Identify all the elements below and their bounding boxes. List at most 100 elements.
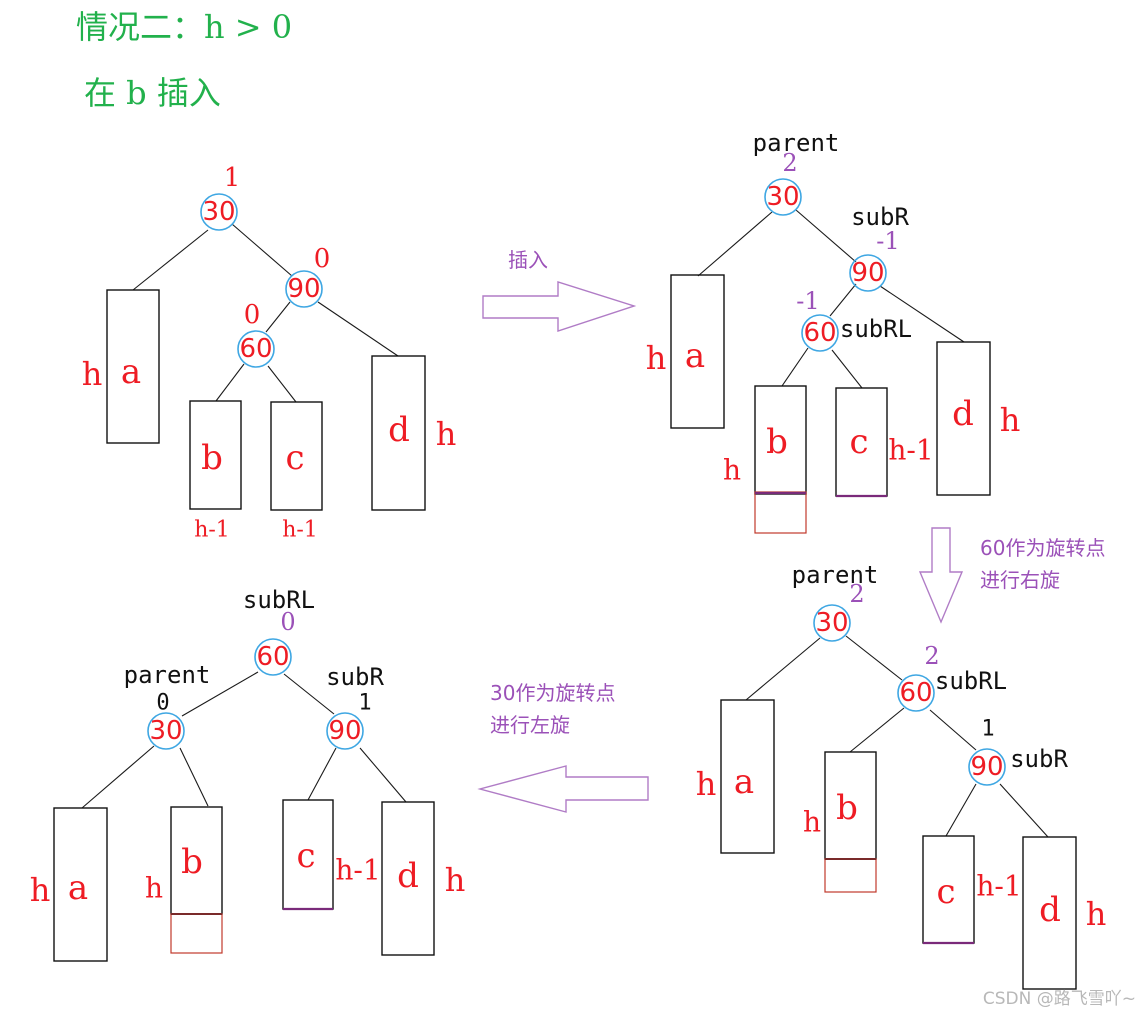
edge — [745, 637, 821, 701]
pointer-subR: subR — [851, 203, 909, 231]
edge — [999, 783, 1049, 838]
edge — [215, 363, 245, 402]
node-60-circle — [801, 314, 839, 352]
bf-90: 1 — [358, 691, 371, 716]
edge — [879, 285, 965, 343]
node-30: 30 — [766, 182, 799, 212]
pointer-subRL: subRL — [243, 586, 315, 614]
edge — [181, 671, 259, 717]
height-c: h-1 — [888, 434, 933, 467]
subtree-b-inserted-level — [170, 913, 223, 954]
header-line-1: 情况二：h > 0 — [76, 8, 292, 46]
edge — [265, 301, 291, 333]
edge — [929, 709, 977, 751]
pointer-parent: parent — [124, 661, 211, 689]
node-30-circle — [200, 193, 238, 231]
node-30: 30 — [815, 608, 848, 638]
subtree-a-label: a — [685, 336, 705, 376]
edge — [307, 747, 337, 801]
edge — [81, 745, 155, 809]
insert-label: 插入 — [508, 248, 548, 272]
pointer-parent: parent — [792, 561, 879, 589]
node-60: 60 — [239, 334, 272, 364]
subtree-c-box — [270, 401, 323, 511]
subtree-d-box — [936, 341, 991, 496]
node-30-circle — [147, 712, 185, 750]
pointer-subR: subR — [1010, 745, 1068, 773]
height-d: h — [445, 861, 466, 899]
bf-60: 0 — [244, 300, 261, 330]
subtree-b-inserted-level — [754, 491, 807, 534]
node-90: 90 — [970, 752, 1003, 782]
height-b: h — [723, 454, 741, 487]
height-d: h — [436, 415, 457, 453]
edge — [317, 301, 399, 357]
node-90-circle — [326, 712, 364, 750]
subtree-c-label: c — [849, 422, 868, 462]
pointer-subR: subR — [326, 663, 384, 691]
left-rotate-label-2: 进行左旋 — [490, 713, 570, 737]
edge — [831, 349, 863, 389]
pointer-subRL: subRL — [935, 667, 1007, 695]
node-30: 30 — [149, 716, 182, 746]
pointer-subRL: subRL — [840, 315, 912, 343]
left-arrow-shape — [477, 765, 649, 813]
node-90: 90 — [287, 274, 320, 304]
subtree-a-label: a — [68, 868, 88, 908]
panel-2-after-insert: a b c d h h h h-1 30 90 60 parent subR s… — [646, 129, 1021, 534]
node-60: 60 — [803, 318, 836, 348]
edge — [283, 673, 335, 715]
subtree-a-label: a — [121, 352, 141, 392]
right-rotate-label-2: 进行右旋 — [980, 568, 1060, 592]
subtree-a-box — [670, 274, 725, 429]
height-a: h — [646, 339, 667, 377]
subtree-d-box — [381, 801, 435, 956]
down-arrow-shape — [918, 527, 964, 624]
node-60: 60 — [256, 642, 289, 672]
edge — [829, 283, 857, 317]
subtree-d-label: d — [388, 410, 410, 450]
height-b: h-1 — [194, 518, 230, 543]
subtree-c-label: c — [285, 438, 304, 478]
node-90-circle — [968, 748, 1006, 786]
edge — [795, 209, 857, 263]
bf-90: -1 — [876, 227, 899, 255]
left-rotate-label-1: 30作为旋转点 — [490, 681, 615, 705]
bf-60: -1 — [796, 287, 819, 315]
subtree-c-label: c — [296, 836, 315, 876]
height-a: h — [82, 355, 103, 393]
edge — [231, 223, 293, 277]
node-90: 90 — [328, 716, 361, 746]
edge — [845, 635, 903, 681]
node-90: 90 — [851, 258, 884, 288]
height-c: h-1 — [335, 854, 380, 887]
subtree-d-label: d — [952, 394, 974, 434]
panel-4-after-left-rotation: a b c d h h h-1 h 60 30 90 subRL parent … — [30, 586, 466, 962]
height-a: h — [696, 765, 717, 803]
subtree-b-label: b — [181, 842, 203, 882]
height-d: h — [1000, 401, 1021, 439]
bf-30: 2 — [849, 580, 864, 608]
node-90-circle — [285, 270, 323, 308]
bf-90: 1 — [981, 717, 994, 742]
edge — [132, 229, 209, 291]
subtree-c-label: c — [936, 872, 955, 912]
header-line-2: 在 b 插入 — [84, 74, 221, 112]
subtree-d-label: d — [1039, 890, 1061, 930]
insert-arrow: 插入 — [482, 248, 637, 332]
subtree-b-label: b — [766, 422, 788, 462]
edge — [179, 747, 209, 807]
bf-60: 2 — [924, 642, 939, 670]
subtree-a-label: a — [734, 762, 754, 802]
edge — [781, 347, 809, 387]
height-d: h — [1086, 895, 1107, 933]
height-a: h — [30, 871, 51, 909]
subtree-b-box — [189, 400, 242, 510]
right-arrow-shape — [482, 281, 637, 332]
bf-30: 0 — [156, 691, 169, 716]
node-90-circle — [849, 254, 887, 292]
subtree-b-label: b — [836, 788, 858, 828]
height-c: h-1 — [282, 518, 318, 543]
edge — [945, 783, 977, 837]
